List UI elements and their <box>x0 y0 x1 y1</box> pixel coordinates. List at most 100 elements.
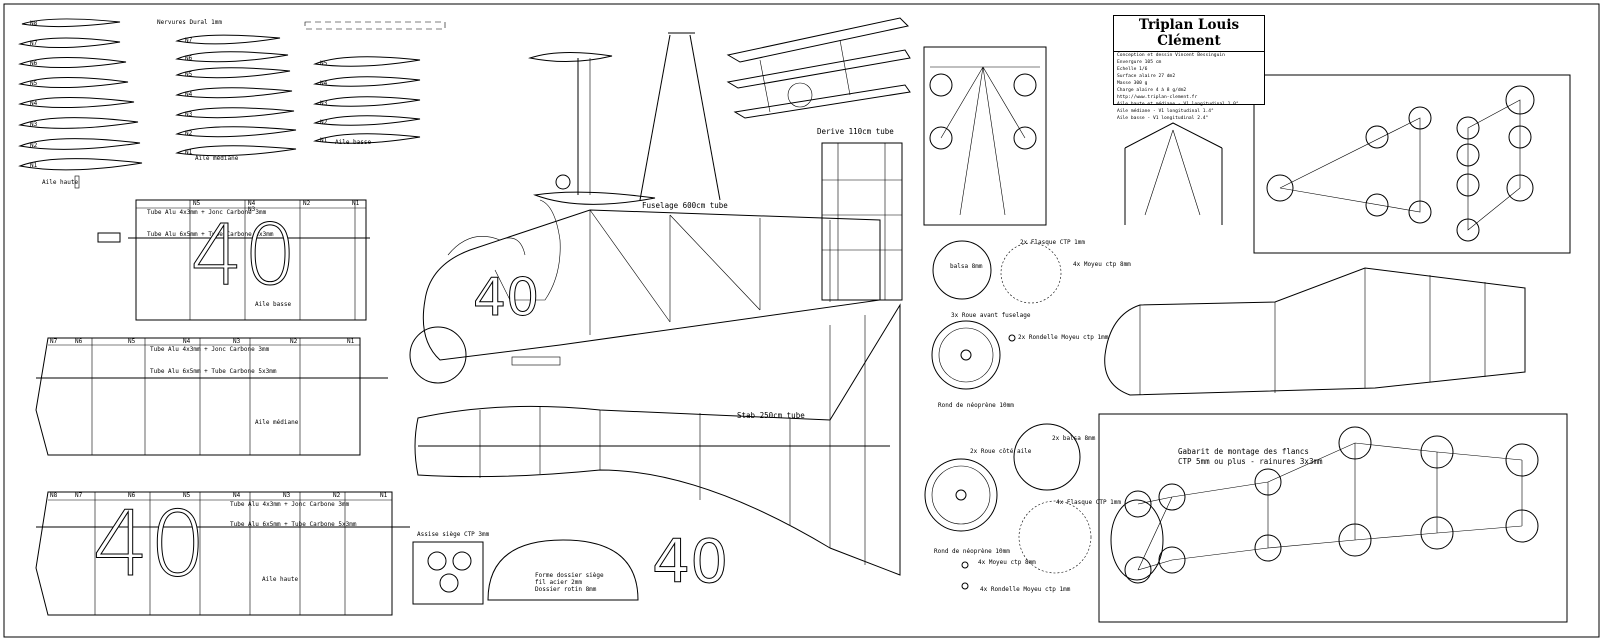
rib-heading-mid: Nervures Dural 1mm <box>157 19 223 26</box>
seat-parts <box>412 539 639 605</box>
wing-rib-label: N5 <box>128 338 136 345</box>
front-moyeu-label: 4x Moyeu ctp 8mm <box>1073 261 1131 268</box>
seat-shell-line-1: Forme dossier siège <box>535 572 604 579</box>
rib-label: N3 <box>320 100 328 107</box>
wing-top-panel <box>35 491 410 616</box>
spec-line: Echelle 1/6 <box>1117 67 1148 72</box>
wing-low-panel <box>97 199 370 321</box>
wing-rib-label: N5 <box>183 492 191 499</box>
spec-line: Envergure 105 cm <box>1117 60 1162 65</box>
fuselage-tube-label: Fuselage 600cm tube <box>642 201 728 210</box>
cabane-box-2 <box>1253 74 1571 254</box>
rib-label: N2 <box>320 119 328 126</box>
wing-rib-label: N1 <box>380 492 388 499</box>
rib-label: N7 <box>30 40 38 47</box>
rib-label: N4 <box>320 80 328 87</box>
wing-rib-label: N3 <box>233 338 241 345</box>
rib-label: N1 <box>320 137 328 144</box>
rib-label: N3 <box>30 121 38 128</box>
wing-top-caption: Aile haute <box>262 576 299 583</box>
rib-caption-mid-wing: Aile médiane <box>195 155 239 162</box>
front-disc-label: balsa 8mm <box>950 263 983 270</box>
wing-mid-tube1: Tube Alu 4x3mm + Jonc Carbone 3mm <box>150 346 270 353</box>
derive-tube-label: Derive 110cm tube <box>817 127 894 136</box>
rib-label: N6 <box>30 60 38 67</box>
spec-line: Conception et dessin Vincent Bessinguin <box>1117 53 1225 58</box>
fuselage-number: 40 <box>472 268 540 328</box>
side-moyeu-label: 4x Moyeu ctp 8mm <box>978 559 1036 566</box>
rib-stack-top-wing <box>18 18 143 189</box>
wing-rib-label: N3 <box>283 492 291 499</box>
wing-rib-label: N4 <box>233 492 241 499</box>
assembly-jig <box>1098 413 1568 623</box>
wing-mid-panel <box>35 337 388 456</box>
rib-label: N4 <box>30 100 38 107</box>
title-block: Triplan Louis Clément Conception et dess… <box>1113 15 1265 121</box>
rib-caption-top-wing: Aile haute <box>42 179 79 186</box>
front-rim-label: Rond de néoprène 10mm <box>938 402 1014 409</box>
side-disc-label: 2x balsa 8mm <box>1052 435 1096 442</box>
wing-rib-label: N4 <box>183 338 191 345</box>
spec-line: Aile haute et médiane - V1 longitudinal … <box>1117 102 1239 107</box>
rib-label: N5 <box>320 60 328 67</box>
rib-caption-low-wing: Aile basse <box>335 139 372 146</box>
wing-rib-label: N6 <box>75 338 83 345</box>
wing-low-tube2: Tube Alu 6x5mm + Tube Carbone 5x3mm <box>147 231 274 238</box>
front-wheel-label: 3x Roue avant fuselage <box>951 312 1031 319</box>
wing-rib-label: N1 <box>347 338 355 345</box>
spec-line: Masse 300 g <box>1117 81 1148 86</box>
seat-shell-line-2: fil acier 2mm <box>535 579 582 586</box>
rib-label: N7 <box>185 37 193 44</box>
rib-label: N4 <box>185 91 193 98</box>
side-number: 40 <box>651 527 729 597</box>
wing-top-tube1: Tube Alu 4x3mm + Jonc Carbone 3mm <box>230 501 350 508</box>
spec-line: http://www.triplan-clement.fr <box>1117 95 1198 100</box>
fuselage-side-frame <box>1104 267 1526 396</box>
side-flasque-label: 4x Flasque CTP 1mm <box>1056 499 1122 506</box>
rudder-frame <box>821 142 903 301</box>
wheel-parts <box>924 240 1092 590</box>
fuselage-side-view <box>409 51 881 384</box>
cabane-strut <box>1124 122 1223 225</box>
rib-label: N6 <box>185 55 193 62</box>
rib-stack-low-wing <box>304 21 446 144</box>
triplane-sketch <box>726 17 911 119</box>
wing-rib-label: N1 <box>352 200 360 207</box>
jig-line-1: Gabarit de montage des flancs <box>1178 447 1309 456</box>
rib-label: N2 <box>185 130 193 137</box>
wing-rib-label: N4 <box>248 200 256 207</box>
wing-rib-label: N2 <box>303 200 311 207</box>
seat-base-label: Assise siège CTP 3mm <box>417 531 490 538</box>
wing-rib-label: N3 <box>248 206 256 213</box>
rib-label: N3 <box>185 111 193 118</box>
cabane-box-1 <box>923 46 1047 226</box>
stab-tube-label: Stab 250cm tube <box>737 411 805 420</box>
wing-rib-label: N7 <box>75 492 83 499</box>
wing-rib-label: N8 <box>50 492 58 499</box>
side-wheel-label: 2x Roue côté aile <box>970 448 1032 455</box>
front-rondelle-label: 2x Rondelle Moyeu ctp 1mm <box>1018 334 1109 341</box>
wing-rib-label: N7 <box>50 338 58 345</box>
rib-label: N1 <box>30 162 38 169</box>
wing-mid-tube2: Tube Alu 6x5mm + Tube Carbone 5x3mm <box>150 368 277 375</box>
jig-line-2: CTP 5mm ou plus - rainures 3x3mm <box>1178 457 1323 466</box>
wing-rib-label: N6 <box>128 492 136 499</box>
sheet-border <box>3 3 1600 638</box>
rib-stack-mid-wing <box>175 34 297 157</box>
wing-low-number: 40 <box>190 206 298 304</box>
rib-label: N5 <box>185 71 193 78</box>
rib-label: N2 <box>30 142 38 149</box>
strut-stand <box>639 32 721 201</box>
wing-top-number: 40 <box>92 492 208 597</box>
spec-line: Charge alaire 4 à 8 g/dm2 <box>1117 88 1187 93</box>
wing-rib-label: N2 <box>290 338 298 345</box>
wing-mid-caption: Aile médiane <box>255 419 299 426</box>
front-flasque-label: 2x Flasque CTP 1mm <box>1020 239 1086 246</box>
side-rondelle-label: 4x Rondelle Moyeu ctp 1mm <box>980 586 1071 593</box>
plan-title: Triplan Louis Clément <box>1114 16 1264 52</box>
wing-low-caption: Aile basse <box>255 301 292 308</box>
seat-shell-line-3: Dossier rotin 8mm <box>535 586 597 593</box>
wing-top-tube2: Tube Alu 6x5mm + Tube Carbone 5x3mm <box>230 521 357 528</box>
